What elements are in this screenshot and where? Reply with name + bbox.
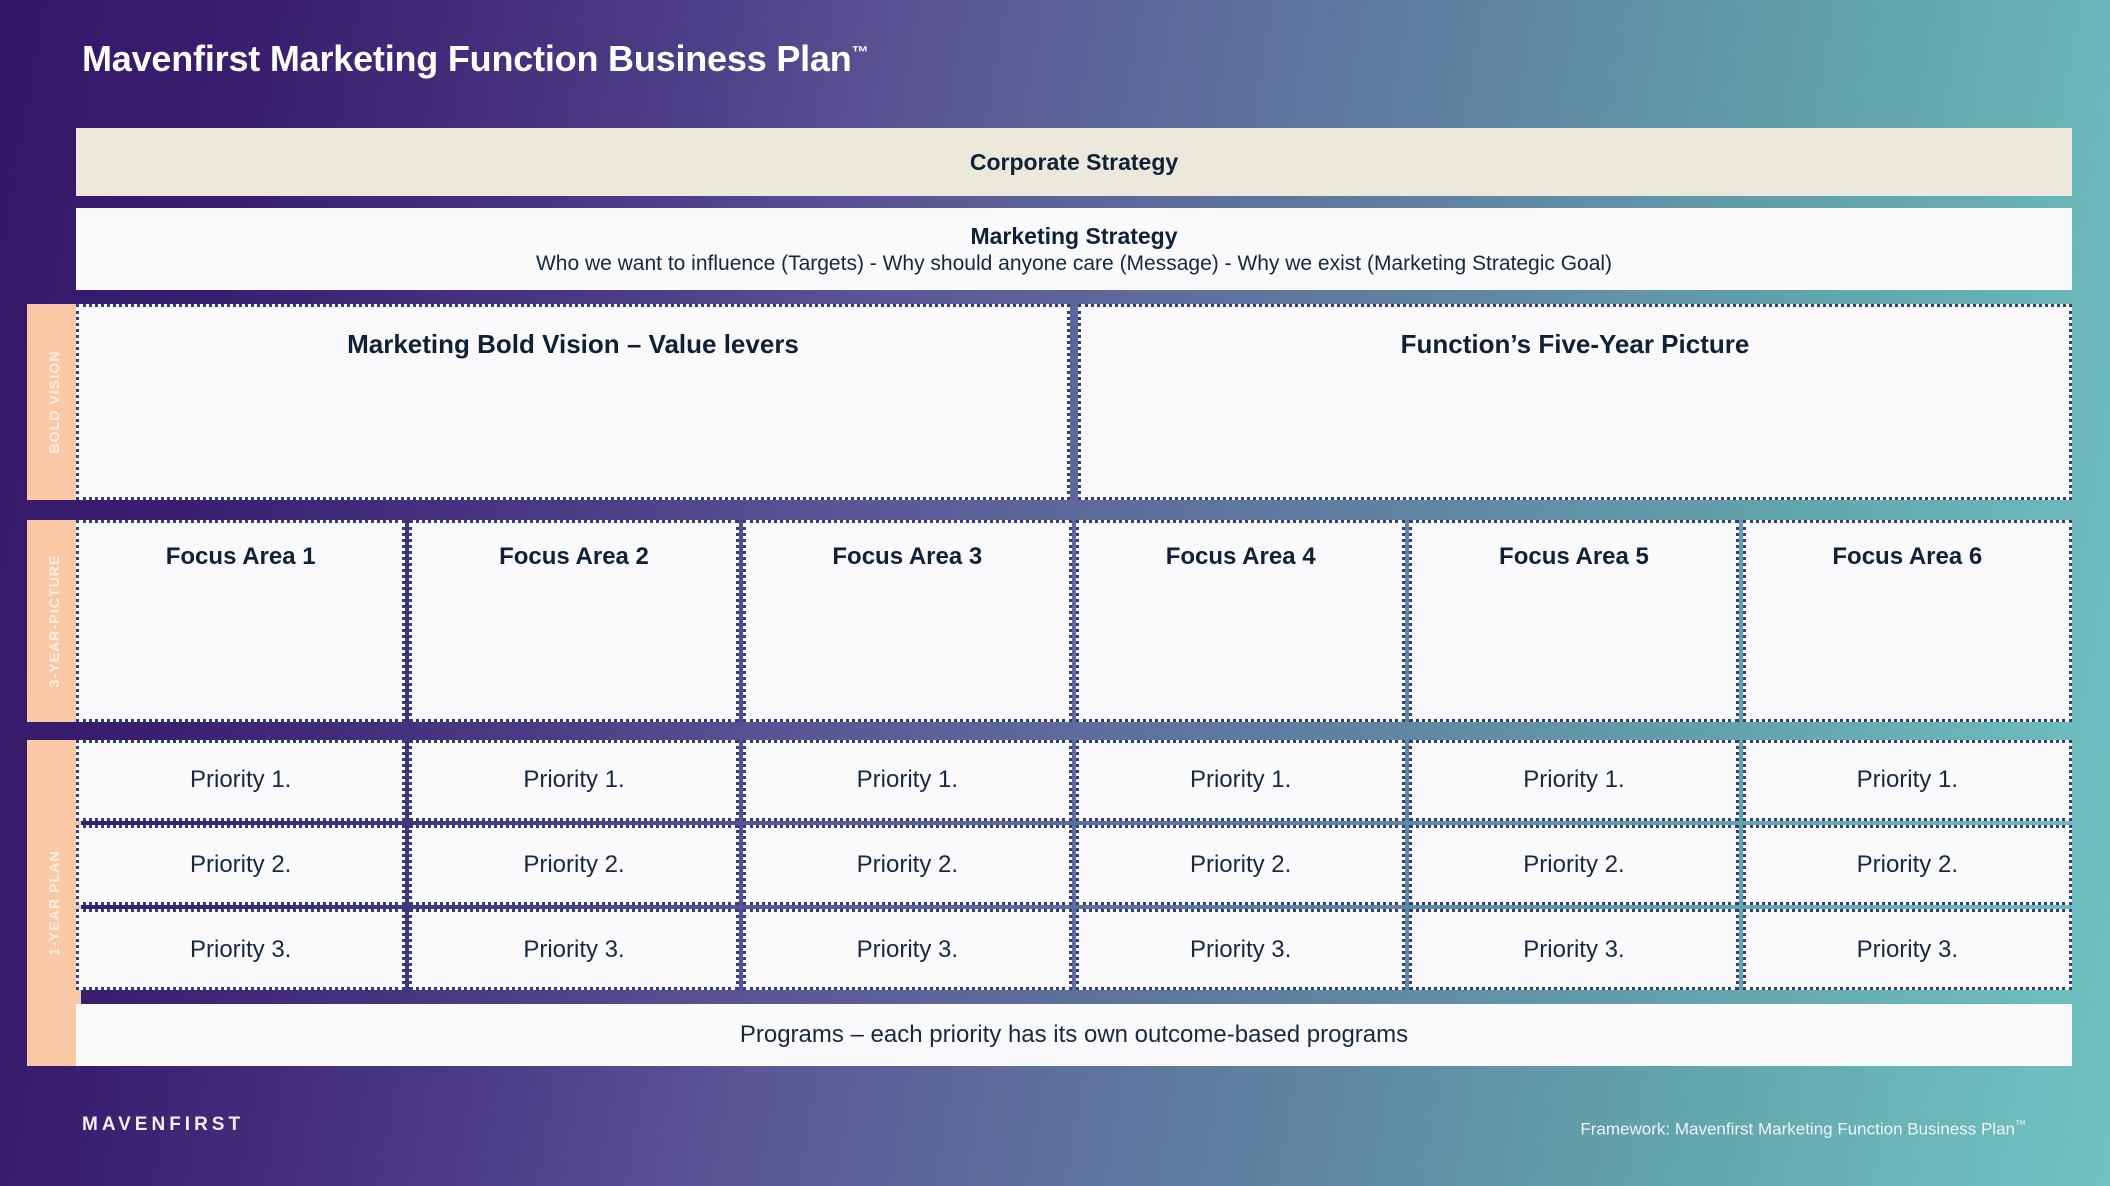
rail-label-three-year-picture: 3-YEAR-PICTURE — [46, 554, 62, 688]
bold-vision-card[interactable]: Marketing Bold Vision – Value levers — [76, 304, 1070, 500]
priority-cell[interactable]: Priority 3. — [1075, 909, 1406, 991]
focus-area-card[interactable]: Focus Area 3 — [742, 520, 1072, 722]
priority-label: Priority 1. — [1856, 766, 1958, 794]
five-year-picture-card[interactable]: Function’s Five-Year Picture — [1078, 304, 2072, 500]
trademark-symbol: ™ — [851, 43, 869, 62]
framework-credit: Framework: Mavenfirst Marketing Function… — [1580, 1119, 2026, 1140]
priority-label: Priority 3. — [523, 935, 625, 963]
rail-one-year-plan: 1-YEAR PLAN — [27, 740, 81, 1066]
priority-cell[interactable]: Priority 2. — [1075, 824, 1406, 906]
priority-cell[interactable]: Priority 2. — [742, 824, 1072, 906]
rail-label-one-year-plan: 1-YEAR PLAN — [46, 850, 62, 956]
priority-cell[interactable]: Priority 2. — [409, 824, 739, 906]
priority-row: Priority 2. Priority 2. Priority 2. Prio… — [76, 824, 2072, 906]
priority-label: Priority 2. — [856, 851, 958, 878]
priority-label: Priority 1. — [189, 766, 292, 794]
bold-vision-row: Marketing Bold Vision – Value levers Fun… — [76, 304, 2072, 500]
priority-label: Priority 2. — [523, 851, 625, 878]
page-title: Mavenfirst Marketing Function Business P… — [82, 38, 869, 80]
mavenfirst-logo: MAVENFIRST — [82, 1114, 245, 1135]
priority-cell[interactable]: Priority 3. — [1742, 909, 2072, 991]
priority-label: Priority 2. — [1856, 851, 1958, 878]
priority-cell[interactable]: Priority 1. — [409, 740, 739, 821]
priority-cell[interactable]: Priority 1. — [1409, 740, 1739, 821]
priority-row: Priority 3. Priority 3. Priority 3. Prio… — [76, 909, 2072, 991]
marketing-strategy-subtitle: Who we want to influence (Targets) - Why… — [535, 251, 1613, 275]
priority-label: Priority 2. — [1523, 851, 1625, 878]
marketing-strategy-band: Marketing Strategy Who we want to influe… — [76, 208, 2072, 290]
focus-area-heading: Focus Area 1 — [165, 543, 316, 570]
priority-label: Priority 3. — [1189, 935, 1292, 963]
priority-cell[interactable]: Priority 2. — [1409, 824, 1739, 906]
priority-row: Priority 1. Priority 1. Priority 1. Prio… — [76, 740, 2072, 821]
focus-area-heading: Focus Area 3 — [832, 543, 983, 570]
corporate-strategy-label: Corporate Strategy — [969, 148, 1179, 175]
bold-vision-card-heading: Marketing Bold Vision – Value levers — [347, 329, 799, 359]
priority-cell[interactable]: Priority 3. — [1409, 909, 1739, 991]
priority-cell[interactable]: Priority 3. — [76, 909, 406, 991]
priority-label: Priority 3. — [1523, 935, 1625, 963]
priority-cell[interactable]: Priority 2. — [76, 824, 406, 906]
focus-area-heading: Focus Area 6 — [1832, 543, 1983, 570]
priority-label: Priority 1. — [856, 766, 958, 794]
focus-area-heading: Focus Area 5 — [1499, 543, 1649, 570]
focus-area-card[interactable]: Focus Area 1 — [76, 520, 406, 722]
focus-areas-row: Focus Area 1 Focus Area 2 Focus Area 3 F… — [76, 520, 2072, 722]
priority-cell[interactable]: Priority 3. — [742, 909, 1072, 991]
one-year-plan-grid: Priority 1. Priority 1. Priority 1. Prio… — [76, 740, 2072, 991]
focus-area-card[interactable]: Focus Area 2 — [409, 520, 739, 722]
priority-cell[interactable]: Priority 2. — [1742, 824, 2072, 906]
framework-credit-trademark: ™ — [2015, 1119, 2026, 1131]
priority-label: Priority 3. — [856, 935, 958, 963]
priority-cell[interactable]: Priority 3. — [409, 909, 739, 991]
priority-cell[interactable]: Priority 1. — [76, 740, 406, 821]
five-year-picture-card-heading: Function’s Five-Year Picture — [1400, 329, 1750, 359]
focus-area-heading: Focus Area 4 — [1165, 543, 1316, 570]
programs-label: Programs – each priority has its own out… — [739, 1021, 1409, 1048]
priority-label: Priority 1. — [1189, 766, 1292, 794]
priority-label: Priority 1. — [523, 766, 625, 794]
priority-label: Priority 2. — [189, 851, 292, 878]
rail-bold-vision: BOLD VISION — [27, 304, 81, 500]
framework-credit-text: Framework: Mavenfirst Marketing Function… — [1580, 1119, 2015, 1139]
priority-label: Priority 3. — [189, 935, 292, 963]
priority-label: Priority 2. — [1189, 851, 1292, 878]
focus-area-card[interactable]: Focus Area 5 — [1409, 520, 1739, 722]
rail-label-bold-vision: BOLD VISION — [46, 350, 62, 454]
priority-cell[interactable]: Priority 1. — [742, 740, 1072, 821]
marketing-strategy-title: Marketing Strategy — [970, 222, 1178, 249]
focus-area-heading: Focus Area 2 — [499, 543, 649, 570]
priority-label: Priority 3. — [1856, 935, 1958, 963]
priority-cell[interactable]: Priority 1. — [1075, 740, 1406, 821]
programs-band: Programs – each priority has its own out… — [76, 1004, 2072, 1066]
focus-area-card[interactable]: Focus Area 4 — [1075, 520, 1406, 722]
corporate-strategy-band: Corporate Strategy — [76, 128, 2072, 196]
page-title-text: Mavenfirst Marketing Function Business P… — [82, 38, 852, 79]
priority-label: Priority 1. — [1523, 766, 1625, 794]
priority-cell[interactable]: Priority 1. — [1742, 740, 2072, 821]
focus-area-card[interactable]: Focus Area 6 — [1742, 520, 2072, 722]
rail-three-year-picture: 3-YEAR-PICTURE — [27, 520, 81, 722]
